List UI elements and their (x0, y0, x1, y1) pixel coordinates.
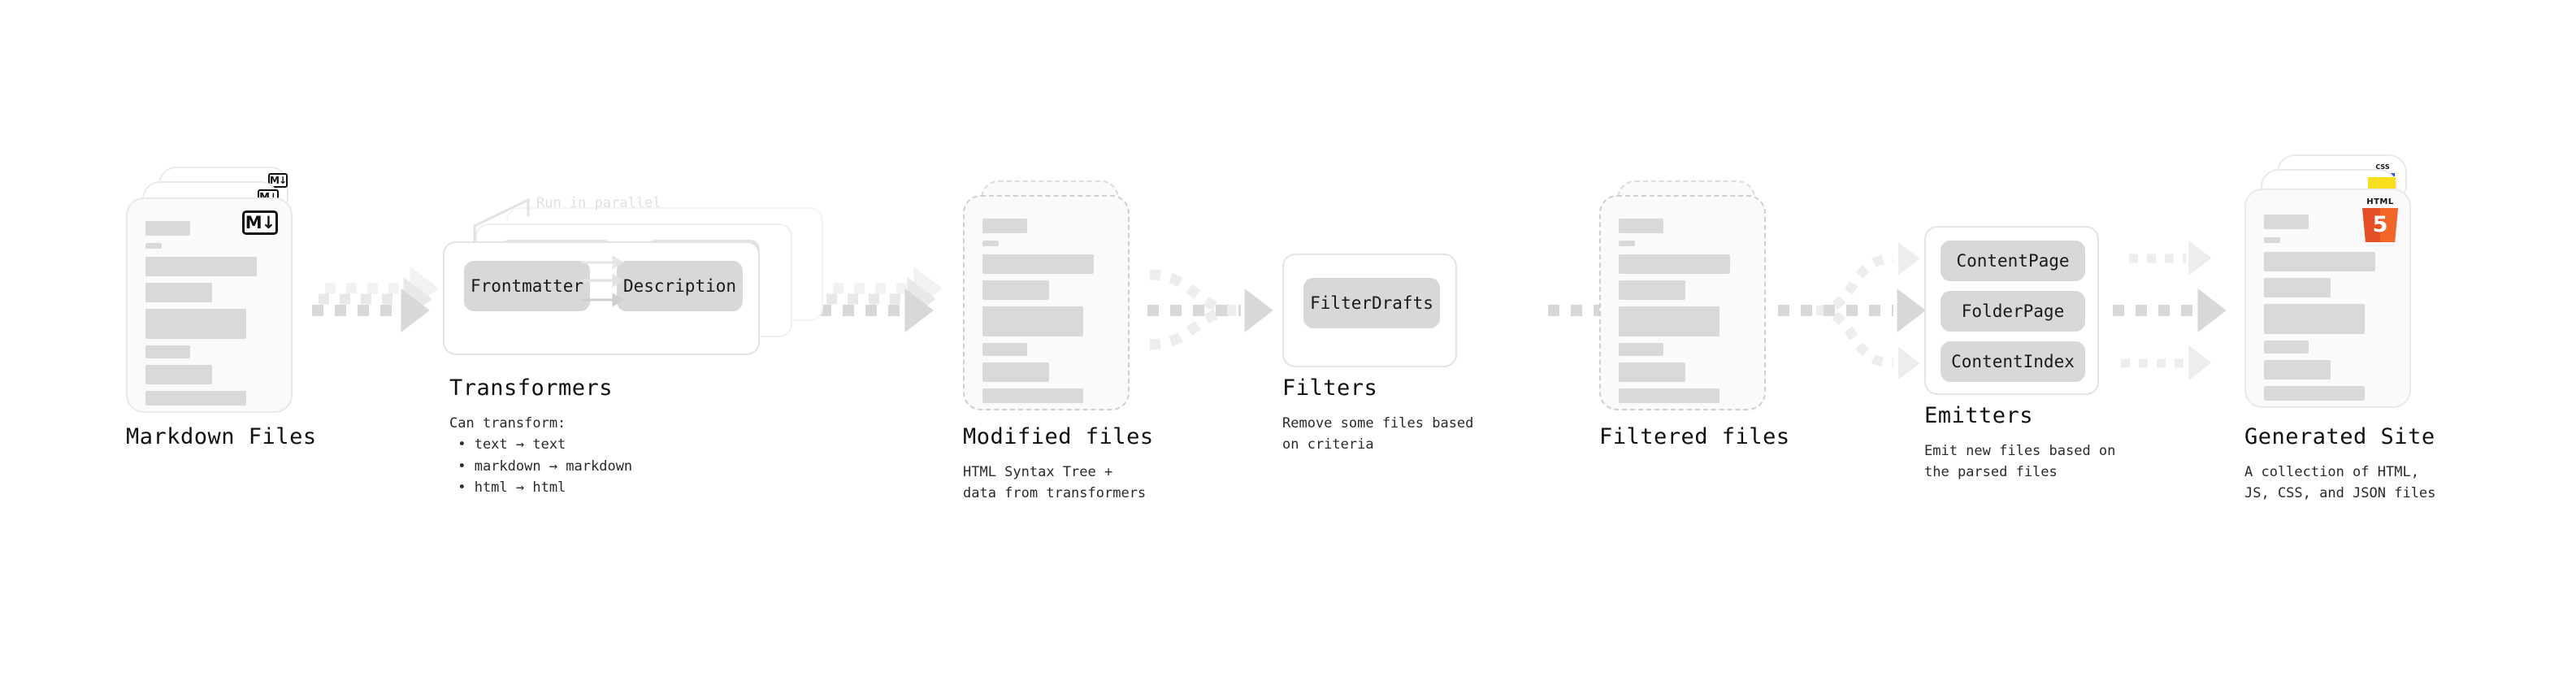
emitters-box: ContentPage FolderPage ContentIndex (1924, 226, 2099, 395)
filters-subtitle: Remove some files based on criteria (1282, 415, 1474, 453)
emitter-chip-folderpage[interactable]: FolderPage (1941, 291, 2085, 332)
doc-line (982, 280, 1049, 300)
doc-line (2264, 252, 2375, 271)
doc-line (145, 283, 212, 302)
html5-badge-label: HTML (2366, 197, 2394, 206)
doc-line (1619, 306, 1720, 336)
doc-line (982, 343, 1027, 356)
doc-line (2264, 360, 2331, 380)
doc-line (2264, 386, 2365, 401)
connector-emitters-to-site (2113, 241, 2227, 380)
filtered-card-front (1599, 195, 1766, 410)
emitter-chip-contentindex[interactable]: ContentIndex (1941, 341, 2085, 382)
doc-line (1619, 254, 1730, 274)
modified-card-front (963, 195, 1130, 410)
emitters-title: Emitters (1924, 403, 2034, 428)
modified-files-subtitle: HTML Syntax Tree + data from transformer… (963, 464, 1147, 502)
doc-line (145, 309, 246, 339)
doc-line (1619, 388, 1720, 403)
doc-line (982, 388, 1083, 403)
filter-chip-filterdrafts[interactable]: FilterDrafts (1303, 278, 1440, 328)
markdown-card-front: M↓ (126, 197, 293, 413)
doc-line (145, 391, 246, 406)
doc-line (2264, 237, 2280, 243)
transformers-title: Transformers (449, 375, 614, 401)
site-card-front: HTML 5 (2244, 189, 2411, 408)
transformer-chip-description[interactable]: Description (617, 261, 743, 311)
markdown-files-title: Markdown Files (126, 424, 317, 449)
connector-modified-to-filters (1147, 269, 1273, 350)
filters-box: FilterDrafts (1282, 254, 1457, 367)
doc-line (145, 345, 190, 358)
connector-transformers-to-modified (820, 267, 943, 332)
emitter-chip-contentpage[interactable]: ContentPage (1941, 241, 2085, 281)
filtered-files-title: Filtered files (1599, 424, 1790, 449)
doc-line (982, 362, 1049, 382)
connector-filtered-to-emitters (1778, 241, 1926, 380)
markdown-badge-back: M↓ (268, 173, 288, 188)
modified-files-title: Modified files (963, 424, 1154, 449)
doc-line (982, 254, 1094, 274)
html5-badge: HTML 5 (2362, 197, 2398, 242)
doc-line (1619, 343, 1663, 356)
generated-site-subtitle: A collection of HTML, JS, CSS, and JSON … (2244, 464, 2436, 502)
doc-line (982, 219, 1027, 233)
doc-line (2264, 304, 2365, 334)
doc-line (145, 365, 212, 384)
transformer-inner-arrows (581, 256, 624, 307)
html5-shield-inner (2380, 208, 2398, 242)
run-in-parallel-note: Run in parallel (536, 195, 661, 211)
doc-line (1619, 241, 1635, 246)
doc-line (982, 306, 1083, 336)
html5-badge-number: 5 (2372, 212, 2388, 237)
doc-line (2264, 215, 2309, 229)
doc-line (1619, 219, 1663, 233)
doc-line (2264, 278, 2331, 297)
generated-site-title: Generated Site (2244, 424, 2435, 449)
filters-title: Filters (1282, 375, 1378, 401)
markdown-badge: M↓ (242, 210, 278, 235)
transformers-box: Frontmatter Description (443, 241, 760, 355)
doc-line (145, 221, 190, 236)
doc-line (145, 243, 162, 249)
connector-md-to-transformers (312, 267, 439, 332)
doc-line (1619, 362, 1685, 382)
run-in-parallel-bracket (473, 197, 530, 242)
doc-line (1619, 280, 1685, 300)
doc-line (982, 241, 999, 246)
emitters-subtitle: Emit new files based on the parsed files (1924, 443, 2116, 481)
doc-line (2264, 340, 2309, 354)
transformers-subtitle: Can transform: • text → text • markdown … (449, 415, 633, 497)
doc-line (145, 257, 257, 276)
transformer-chip-frontmatter[interactable]: Frontmatter (464, 261, 590, 311)
